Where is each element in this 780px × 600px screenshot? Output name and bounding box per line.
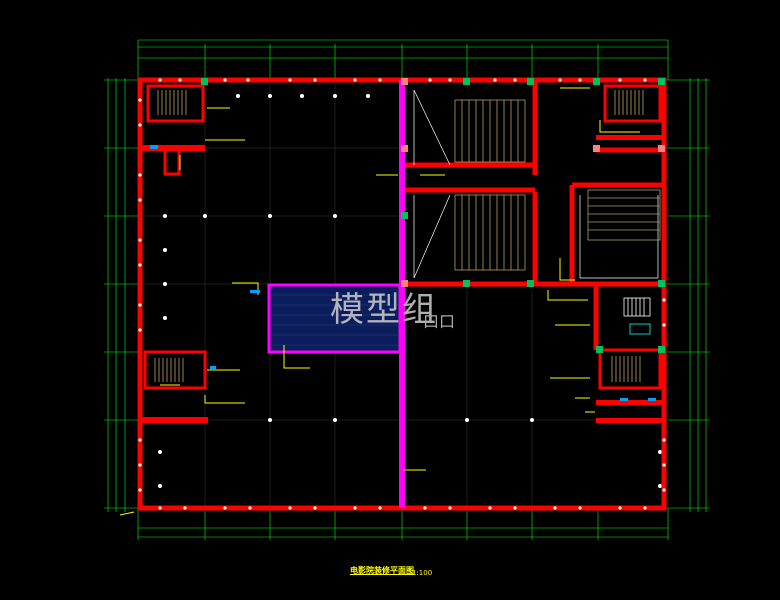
watermark-text: 模型组 (330, 290, 438, 330)
bottom-dimension-lines (137, 508, 669, 540)
annotation-leaders (119, 87, 640, 516)
pink-column-tags (401, 78, 665, 287)
cinema-walls (405, 80, 664, 350)
wall-openings (138, 78, 666, 510)
green-column-tags (201, 78, 665, 353)
escalator (623, 297, 651, 335)
screen-lines (413, 89, 659, 279)
left-dimension-lines (104, 78, 140, 512)
watermark-subtext: 口口 (423, 312, 456, 331)
seating-hall-1 (454, 99, 526, 163)
stair-core-se (596, 348, 664, 423)
seating-hall-3 (587, 189, 661, 241)
stair-core-ne (596, 84, 664, 140)
stair-core-sw (140, 350, 208, 423)
column-markers (158, 94, 662, 488)
right-dimension-lines (664, 78, 710, 512)
corridor (399, 80, 405, 508)
seating-hall-2 (454, 194, 526, 271)
stair-core-nw (140, 84, 205, 176)
atrium-void (267, 283, 402, 354)
drawing-title: 电影院装修平面图 (350, 566, 414, 575)
top-dimension-lines (137, 39, 669, 80)
cyan-fixtures (150, 145, 656, 401)
drawing-scale: 1:100 (412, 569, 433, 577)
